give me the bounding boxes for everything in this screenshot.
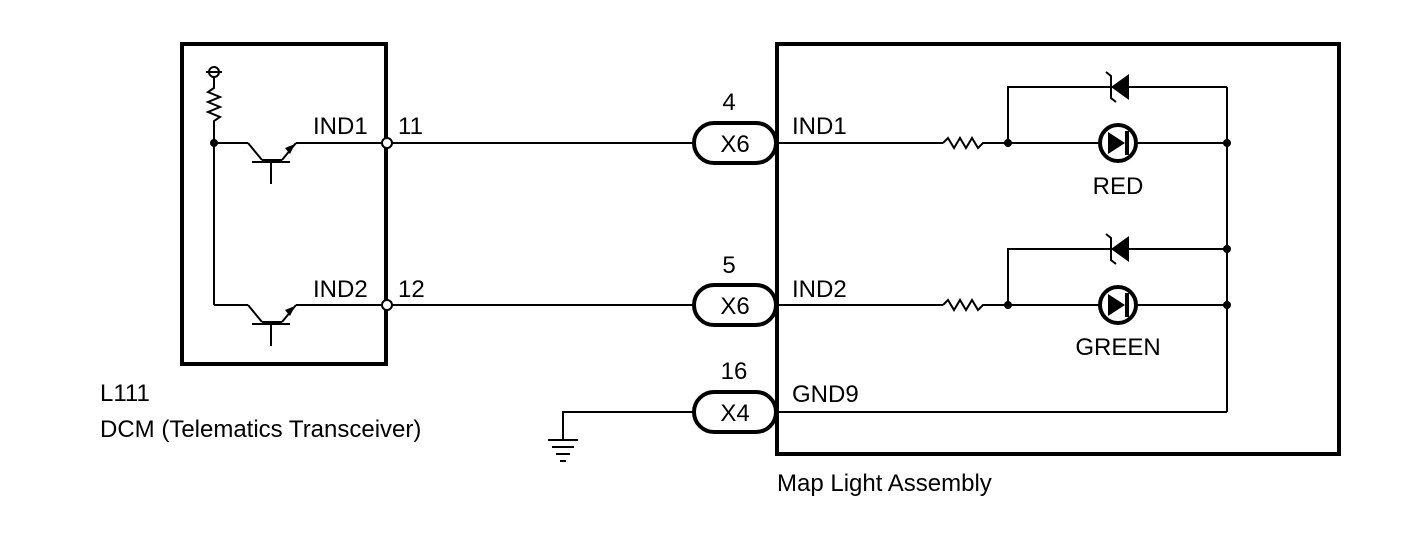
junction-dot <box>1223 301 1231 309</box>
wire-zener-green <box>1007 248 1227 305</box>
led-red-label: RED <box>1093 173 1144 200</box>
pullup-resistor-icon <box>205 77 223 143</box>
wire-zener-red <box>1007 86 1227 143</box>
dcm-pin-2-number: 12 <box>398 276 425 303</box>
led-red-icon <box>1098 123 1138 163</box>
led-green-label: GREEN <box>1075 334 1160 361</box>
connector-x4-gnd-code: X4 <box>720 400 749 427</box>
junction-dot <box>1223 245 1231 253</box>
transistor-1-icon <box>214 142 385 184</box>
connector-x6-ind1-code: X6 <box>720 131 749 158</box>
dcm-box <box>180 42 388 366</box>
map-light-ind1-label: IND1 <box>792 113 847 140</box>
transistor-2-icon <box>214 304 385 346</box>
map-light-gnd-label: GND9 <box>792 381 859 408</box>
resistor-green-icon <box>942 298 1008 312</box>
dcm-pin-2-signal: IND2 <box>313 276 368 303</box>
junction-dot <box>1223 139 1231 147</box>
led-green-icon <box>1098 285 1138 325</box>
map-light-ind2-label: IND2 <box>792 276 847 303</box>
connector-x6-ind1-pin: 4 <box>722 89 735 116</box>
dcm-terminal-2 <box>381 299 393 311</box>
dcm-name: DCM (Telematics Transceiver) <box>100 416 421 443</box>
ground-icon <box>548 439 578 462</box>
connector-x6-ind2-code: X6 <box>720 293 749 320</box>
wire-ground <box>562 411 694 440</box>
map-light-box <box>775 42 1341 456</box>
resistor-red-icon <box>942 136 1008 150</box>
connector-x6-ind2-pin: 5 <box>722 252 735 279</box>
supply-terminal-icon <box>206 66 222 78</box>
zener-diode-green-icon <box>1105 233 1129 265</box>
dcm-terminal-1 <box>381 137 393 149</box>
map-light-name: Map Light Assembly <box>777 470 992 497</box>
dcm-pin-1-number: 11 <box>398 113 423 140</box>
dcm-code: L111 <box>100 380 150 407</box>
zener-diode-red-icon <box>1105 71 1129 103</box>
dcm-pin-1-signal: IND1 <box>313 113 368 140</box>
connector-x4-gnd-pin: 16 <box>721 358 748 385</box>
